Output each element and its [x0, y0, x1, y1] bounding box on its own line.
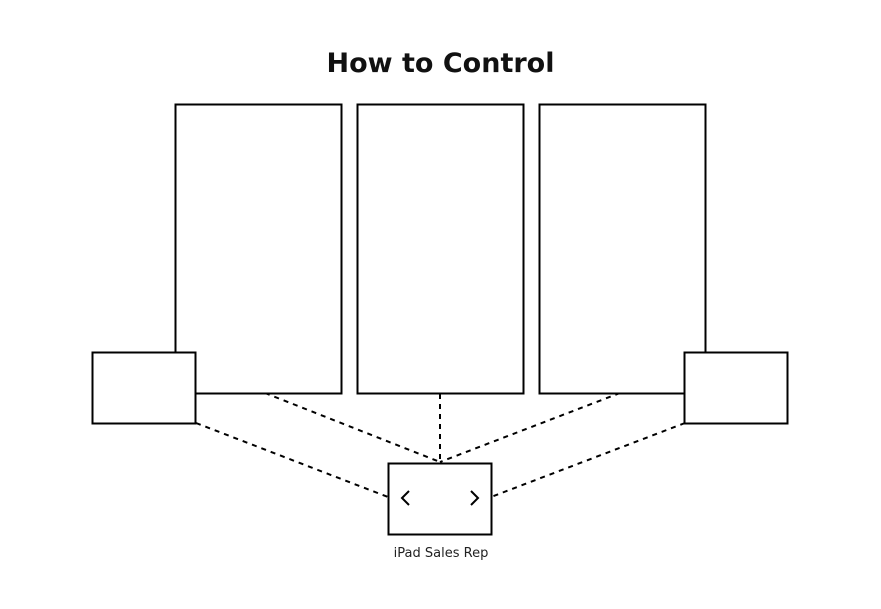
screen-left	[174, 103, 343, 395]
diagram-title: How to Control	[326, 48, 555, 79]
device-right	[683, 351, 789, 425]
ipad-sales-rep	[387, 462, 493, 536]
connector-left-screen	[264, 392, 441, 463]
connector-right-screen	[439, 392, 621, 463]
chevron-left-icon[interactable]	[400, 490, 410, 506]
connector-right-device	[490, 422, 686, 498]
ipad-label: iPad Sales Rep	[393, 546, 489, 561]
device-left	[91, 351, 197, 425]
screen-right	[538, 103, 707, 395]
chevron-right-icon[interactable]	[470, 490, 480, 506]
connector-left-device	[195, 422, 389, 498]
connection-lines	[195, 392, 686, 498]
screen-center	[356, 103, 525, 395]
